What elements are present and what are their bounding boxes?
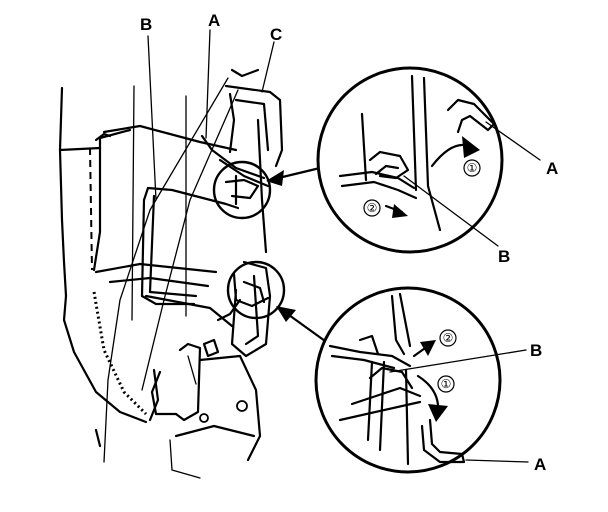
label-c: C <box>270 25 282 44</box>
step-1-marker: ① <box>467 161 478 175</box>
label-a: A <box>208 11 220 30</box>
zoom-ring-lower <box>216 260 286 322</box>
step-2-marker: ② <box>367 201 378 215</box>
callout-leaders <box>147 29 275 201</box>
label-b: B <box>140 15 152 34</box>
label-b-detail-lower: B <box>530 341 542 360</box>
step-1-marker: ① <box>441 377 452 391</box>
seat-frame <box>58 68 284 479</box>
label-b-detail-upper: B <box>498 247 510 266</box>
label-a-detail-upper: A <box>546 159 558 178</box>
detail-lower: ② ① <box>314 286 529 474</box>
wire-b-main <box>140 186 240 306</box>
label-a-detail-lower: A <box>534 455 546 474</box>
wire-a-main <box>94 132 270 188</box>
detail-upper: ① ② <box>316 66 541 254</box>
wire-c-main <box>230 260 272 358</box>
zoom-ring-upper <box>212 160 272 220</box>
step-2-marker: ② <box>443 331 454 345</box>
pointer-arrow-upper <box>266 166 322 186</box>
